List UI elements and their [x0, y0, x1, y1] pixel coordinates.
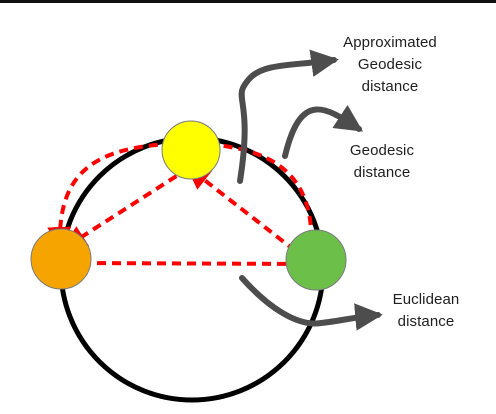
approximated-geodesic-segment-left [62, 166, 191, 250]
approximated-geodesic-label-line-1: Approximated [343, 34, 437, 51]
geodesic-label-line-2: distance [353, 164, 411, 181]
euclidean-distance-label: Euclidean distance [381, 289, 471, 333]
node-top [161, 120, 221, 180]
node-right [285, 229, 347, 291]
approximated-geodesic-callout-arrow [237, 49, 339, 184]
geodesic-label-line-1: Geodesic [349, 142, 415, 159]
approximated-geodesic-label-line-2: Geodesic [357, 56, 423, 73]
top-rule [0, 0, 496, 3]
approximated-geodesic-path [62, 165, 309, 262]
approximated-geodesic-segment-right [185, 165, 309, 262]
geodesic-path [47, 140, 314, 256]
approximated-geodesic-distance-label: Approximated Geodesic distance [327, 32, 453, 98]
node-left [30, 228, 92, 290]
geodesic-distance-label: Geodesic distance [340, 140, 424, 184]
euclidean-callout-arrow [239, 275, 383, 331]
euclidean-label-line-2: distance [397, 313, 455, 330]
approximated-geodesic-label-line-3: distance [361, 78, 419, 95]
euclidean-label-line-1: Euclidean [392, 291, 460, 308]
euclidean-path [62, 251, 317, 276]
geodesic-callout-arrow [282, 104, 364, 159]
